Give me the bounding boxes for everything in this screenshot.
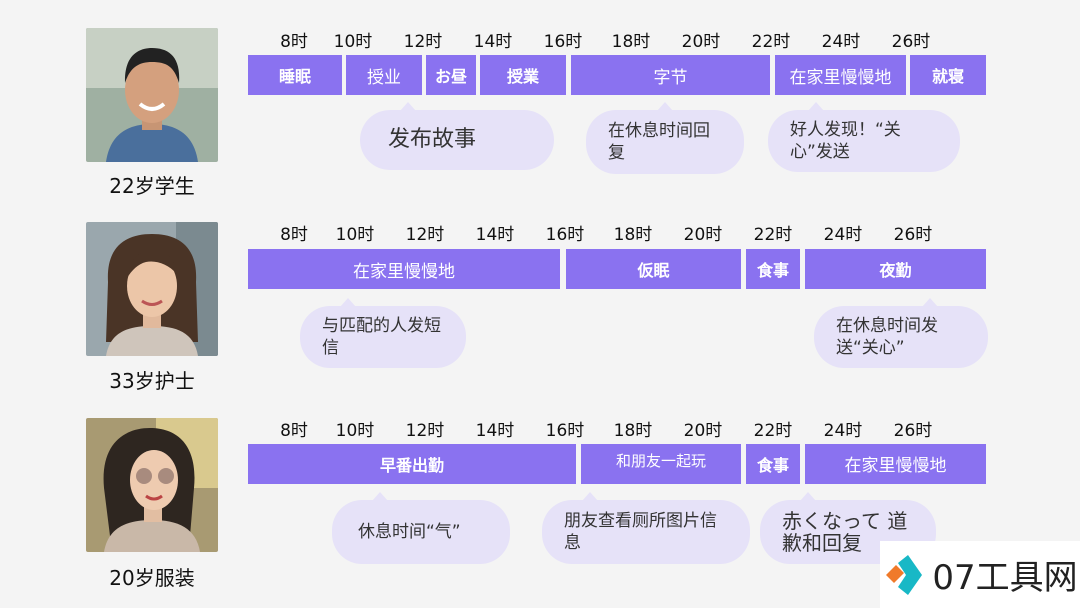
watermark: 07工具网 xyxy=(880,541,1080,608)
hour-label: 10时 xyxy=(335,225,375,245)
person-label-student: 22岁学生 xyxy=(109,174,195,198)
hour-label: 16时 xyxy=(545,421,585,441)
hour-label: 8时 xyxy=(280,421,308,441)
event-bubble: 朋友查看厕所图片信息 xyxy=(542,492,750,564)
hour-label: 22时 xyxy=(751,32,791,52)
schedule-block: 授业 xyxy=(346,55,422,95)
schedule-block: 和朋友一起玩 xyxy=(581,444,741,484)
hour-label: 14时 xyxy=(473,32,513,52)
schedule-block: 授業 xyxy=(480,55,566,95)
hour-label: 14时 xyxy=(475,421,515,441)
schedule-block: 夜勤 xyxy=(805,249,986,289)
avatar-fashion xyxy=(86,418,218,552)
hour-label: 18时 xyxy=(613,225,653,245)
event-bubble: 在休息时间发送“关心” xyxy=(814,298,988,368)
hour-label: 12时 xyxy=(403,32,443,52)
hour-label: 16时 xyxy=(545,225,585,245)
event-bubble: 休息时间“气” xyxy=(332,492,510,564)
hour-label: 18时 xyxy=(611,32,651,52)
schedule-block: 字节 xyxy=(571,55,770,95)
hour-label: 12时 xyxy=(405,421,445,441)
event-bubble: 好人发现！“关心”发送 xyxy=(768,102,960,172)
hour-label: 10时 xyxy=(335,421,375,441)
hour-label: 14时 xyxy=(475,225,515,245)
schedule-block: お昼 xyxy=(426,55,476,95)
hour-label: 8时 xyxy=(280,225,308,245)
hour-label: 26时 xyxy=(893,421,933,441)
watermark-logo-icon xyxy=(882,554,923,595)
hour-label: 24时 xyxy=(821,32,861,52)
schedule-block: 仮眠 xyxy=(566,249,741,289)
schedule-block: 在家里慢慢地 xyxy=(805,444,986,484)
schedule-block: 在家里慢慢地 xyxy=(775,55,906,95)
schedule-block: 就寝 xyxy=(910,55,986,95)
hour-label: 12时 xyxy=(405,225,445,245)
hour-label: 26时 xyxy=(893,225,933,245)
hour-label: 8时 xyxy=(280,32,308,52)
hour-label: 20时 xyxy=(681,32,721,52)
event-bubble: 发布故事 xyxy=(360,102,554,170)
schedule-block: 食事 xyxy=(746,444,800,484)
hour-label: 16时 xyxy=(543,32,583,52)
avatar-student xyxy=(86,28,218,162)
hour-label: 24时 xyxy=(823,225,863,245)
hour-label: 22时 xyxy=(753,421,793,441)
schedule-block: 睡眠 xyxy=(248,55,342,95)
hour-label: 20时 xyxy=(683,421,723,441)
hour-label: 18时 xyxy=(613,421,653,441)
schedule-block: 早番出勤 xyxy=(248,444,576,484)
event-bubble: 在休息时间回复 xyxy=(586,102,744,174)
hour-label: 22时 xyxy=(753,225,793,245)
avatar-nurse xyxy=(86,222,218,356)
event-bubble: 与匹配的人发短信 xyxy=(300,298,466,368)
hour-label: 10时 xyxy=(333,32,373,52)
watermark-text: 07工具网 xyxy=(932,558,1078,598)
hour-label: 20时 xyxy=(683,225,723,245)
schedule-block: 食事 xyxy=(746,249,800,289)
person-label-nurse: 33岁护士 xyxy=(109,369,195,393)
person-label-fashion: 20岁服装 xyxy=(109,566,195,590)
schedule-block: 在家里慢慢地 xyxy=(248,249,560,289)
hour-label: 24时 xyxy=(823,421,863,441)
hour-label: 26时 xyxy=(891,32,931,52)
